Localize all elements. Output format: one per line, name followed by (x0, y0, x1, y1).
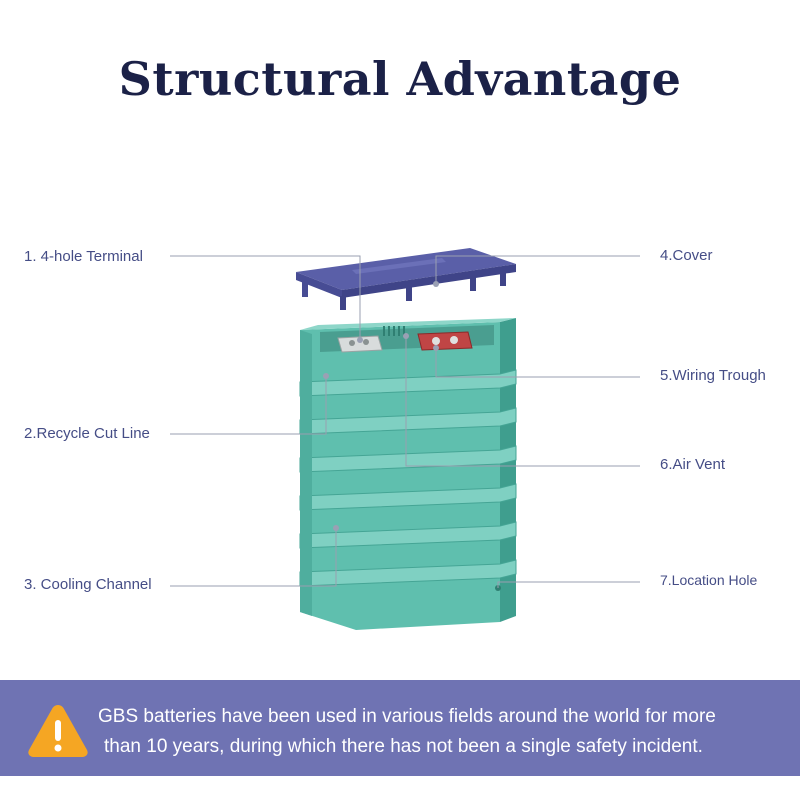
leader-dots (323, 281, 439, 531)
terminal-red (417, 331, 473, 351)
banner-line-1: GBS batteries have been used in various … (98, 706, 716, 727)
battery-cell (299, 318, 517, 630)
label-recycle-cut-line: 2.Recycle Cut Line (24, 425, 150, 442)
leader-lines (170, 255, 640, 588)
banner-line-2: than 10 years, during which there has no… (104, 736, 703, 757)
label-terminal: 1. 4-hole Terminal (24, 248, 143, 265)
label-cover: 4.Cover (660, 247, 713, 264)
label-wiring-trough: 5.Wiring Trough (660, 367, 766, 384)
banner-message: GBS batteries have been used in various … (98, 702, 788, 762)
label-cooling-channel: 3. Cooling Channel (24, 576, 152, 593)
label-air-vent: 6.Air Vent (660, 456, 726, 473)
page-title: Structural Advantage (118, 52, 682, 106)
air-vent (383, 326, 405, 336)
warning-icon (28, 705, 88, 757)
label-location-hole: 7.Location Hole (660, 572, 758, 588)
terminal-block (337, 335, 383, 353)
battery-cover (296, 248, 516, 310)
safety-banner: GBS batteries have been used in various … (0, 680, 800, 776)
battery-diagram (170, 248, 640, 630)
